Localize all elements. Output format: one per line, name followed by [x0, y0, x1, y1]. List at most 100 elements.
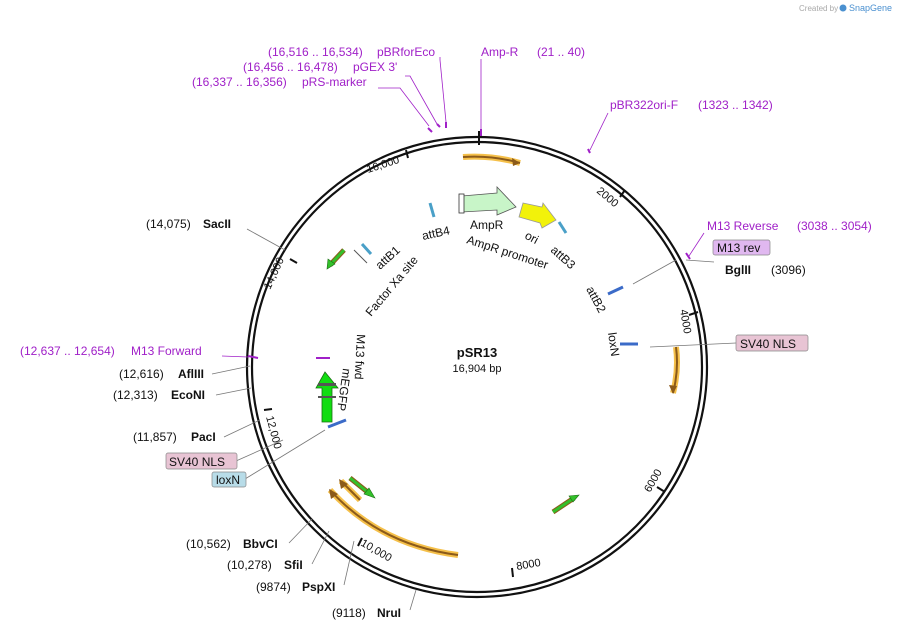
sv40-left-box-label: SV40 NLS [169, 455, 225, 469]
feature-arc-bottom-highlight [327, 487, 459, 558]
pspxi-name: PspXI [302, 580, 335, 594]
leader-pbrforeco [439, 57, 447, 123]
leader-pgex3 [405, 75, 438, 125]
loxn-left-box [211, 471, 247, 488]
m13fwd-primer-name: M13 Forward [131, 344, 202, 358]
feature-arc-bottom [329, 489, 459, 556]
leader-bglii-inner [632, 259, 677, 285]
pbr322ori-name: pBR322ori-F [610, 98, 678, 112]
inner-labels: attB4 attB1 Factor Xa site AmpR AmpR pro… [334, 218, 622, 412]
feature-arcs [327, 153, 680, 558]
attb2-mark [607, 285, 624, 296]
leader-sfii [311, 530, 330, 565]
leader-nrui [409, 589, 417, 611]
attb3-mark [557, 221, 568, 234]
leader-prsmarker [378, 87, 430, 127]
primer-marks [247, 122, 691, 359]
tick-4000 [688, 311, 699, 316]
aflIII-pos: (12,616) [119, 367, 164, 381]
econi-name: EcoNI [171, 388, 205, 402]
leader-m13rev [688, 232, 705, 257]
ampr-primer-range: (21 .. 40) [537, 45, 585, 59]
tick-label-2000: 2000 [594, 185, 620, 210]
leader-sv40-left [235, 439, 284, 462]
megfp-band-1 [318, 383, 336, 386]
watermark-prefix: Created by [799, 4, 838, 13]
pbr322ori-mark [587, 148, 591, 154]
bglii-pos: (3096) [771, 263, 806, 277]
snapgene-logo-icon [839, 4, 847, 12]
sacii-pos: (14,075) [146, 217, 191, 231]
paci-name: PacI [191, 430, 216, 444]
label-loxn: loxN [605, 331, 622, 357]
sacii-name: SacII [203, 217, 231, 231]
megfp-band-2 [318, 396, 336, 398]
m13rev-box [712, 239, 771, 256]
m13rev-mark [685, 252, 691, 260]
pgex3-name: pGEX 3' [353, 60, 397, 74]
m13rev-box-label: M13 rev [717, 241, 760, 255]
site-labels: (14,075) SacII BglII (3096) (12,616) Afl… [113, 217, 806, 620]
bbvci-name: BbvCI [243, 537, 278, 551]
ampr-promoter-block [458, 193, 465, 214]
label-ori: ori [523, 228, 541, 247]
pgex3-mark [436, 123, 441, 128]
m13rev-primer-name: M13 Reverse [707, 219, 779, 233]
tick-label-4000: 4000 [677, 308, 693, 334]
green-arrow-left-head [326, 258, 336, 270]
tick-label-14000: 14,000 [262, 256, 287, 292]
leader-m13fwd [221, 355, 249, 358]
green-features [315, 248, 580, 515]
ampr-arrow [461, 185, 517, 216]
loxn-left-box-label: loxN [216, 473, 240, 487]
pgex3-range: (16,456 .. 16,478) [243, 60, 338, 74]
prsmarker-name: pRS-marker [302, 75, 367, 89]
nrui-name: NruI [377, 606, 401, 620]
leader-sacii [246, 228, 286, 251]
label-m13fwd: M13 fwd [352, 334, 368, 380]
tick-8000 [511, 567, 514, 578]
attb1-mark [360, 242, 373, 256]
label-ampr: AmpR [470, 218, 504, 232]
m13fwd-primer-range: (12,637 .. 12,654) [20, 344, 115, 358]
ampr-primer-name: Amp-R [481, 45, 519, 59]
tick-14000 [289, 258, 298, 264]
plasmid-name: pSR13 [457, 345, 497, 360]
pspxi-pos: (9874) [256, 580, 291, 594]
megfp-blue-segment [327, 418, 347, 429]
pbrforeco-range: (16,516 .. 16,534) [268, 45, 363, 59]
leader-loxn-left [244, 429, 326, 480]
primer-labels: (16,516 .. 16,534) pBRforEco (16,456 .. … [20, 45, 872, 358]
tick-12000 [263, 408, 273, 411]
sfii-pos: (10,278) [227, 558, 272, 572]
tick-label-8000: 8000 [515, 557, 541, 573]
paci-pos: (11,857) [133, 430, 177, 444]
ori-arrow [518, 202, 557, 229]
m13fwd-backbone-mark [247, 355, 259, 359]
prsmarker-mark [427, 127, 433, 133]
tick-2000 [619, 189, 626, 198]
nrui-pos: (9118) [332, 606, 366, 620]
leader-sv40-right [649, 342, 737, 348]
feature-arc-top-arrowhead [512, 158, 520, 166]
label-attb4: attB4 [421, 223, 452, 243]
leader-pspxi [343, 540, 355, 586]
tick-6000 [656, 486, 666, 493]
pbr322ori-range: (1323 .. 1342) [698, 98, 773, 112]
snapgene-watermark: Created by SnapGene [799, 3, 892, 13]
m13rev-primer-range: (3038 .. 3054) [797, 219, 872, 233]
pbrforeco-name: pBRforEco [377, 45, 435, 59]
sv40-right-box [735, 334, 809, 352]
bbvci-pos: (10,562) [186, 537, 231, 551]
econi-pos: (12,313) [113, 388, 158, 402]
label-megfp: mEGFP [334, 368, 354, 412]
leader-paci [223, 419, 261, 438]
sv40-left-box [165, 452, 238, 470]
attb4-mark [428, 202, 436, 218]
leader-aflIII [211, 365, 251, 375]
top-features [353, 185, 638, 346]
sv40-right-box-label: SV40 NLS [740, 337, 796, 351]
tick-16000 [405, 149, 409, 159]
prsmarker-range: (16,337 .. 16,356) [192, 75, 287, 89]
